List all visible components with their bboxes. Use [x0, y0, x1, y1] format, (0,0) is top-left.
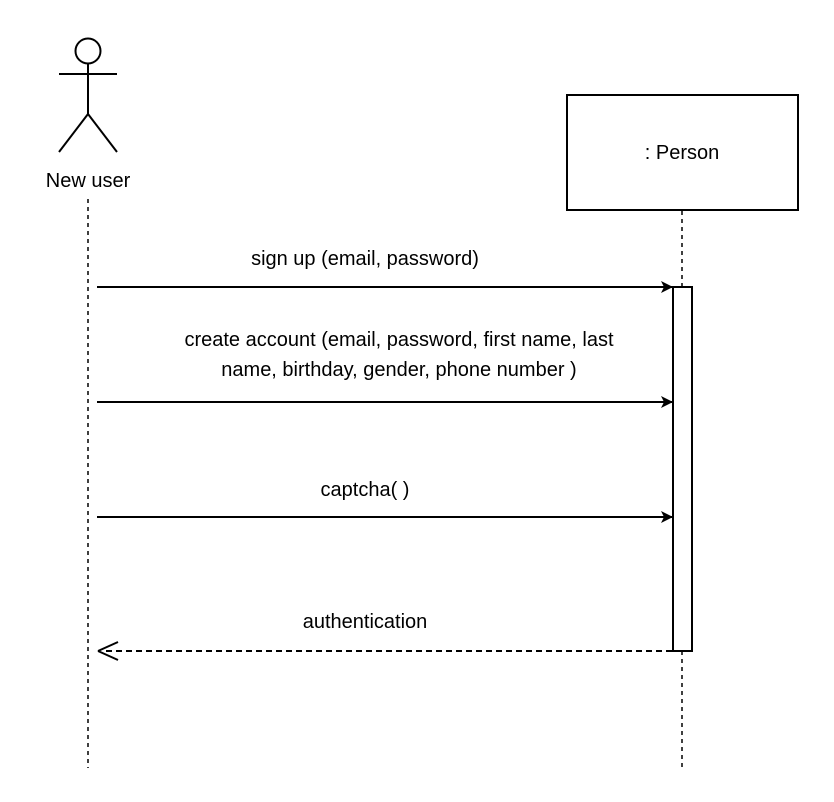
create-account-label-line1: create account (email, password, first n… [184, 329, 614, 351]
captcha-label: captcha( ) [321, 479, 410, 501]
signup-label: sign up (email, password) [251, 248, 479, 270]
message-create-account: create account (email, password, first n… [97, 329, 673, 408]
actor-right-leg-icon [87, 113, 118, 153]
message-authentication: authentication [97, 611, 672, 661]
authentication-label: authentication [303, 611, 428, 633]
new-user-label: New user [46, 170, 131, 192]
message-captcha: captcha( ) [97, 479, 673, 523]
person-label: : Person [645, 142, 719, 164]
person-participant: : Person [566, 94, 799, 211]
create-account-label-line2: name, birthday, gender, phone number ) [221, 359, 576, 381]
person-activation-bar [672, 286, 693, 652]
authentication-arrowhead-icon [97, 641, 119, 661]
actor-head-icon [74, 37, 102, 65]
actor-left-leg-icon [58, 113, 89, 153]
message-signup: sign up (email, password) [97, 248, 673, 293]
new-user-actor: New user [46, 37, 131, 192]
person-box [566, 94, 799, 211]
